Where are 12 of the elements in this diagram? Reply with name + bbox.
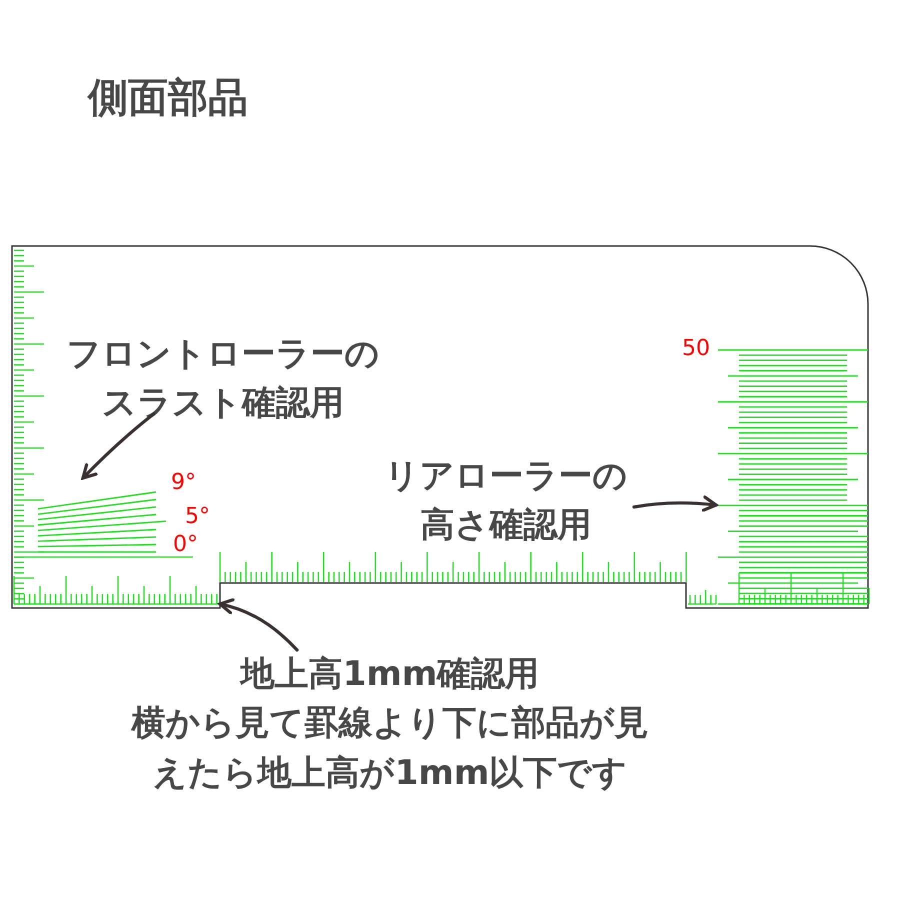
- arrow: [632, 496, 718, 512]
- title: 側面部品: [88, 74, 248, 123]
- note-text: リアローラーの高さ確認用: [384, 455, 628, 548]
- side-part-body: [12, 246, 868, 608]
- note-text: 横から見て罫線より下に部品が見えたら地上高が1mm以下です: [130, 702, 650, 795]
- note-heading: 地上高1mm確認用: [238, 653, 540, 696]
- angle-label: 5°: [185, 506, 210, 528]
- angle-label: 0°: [173, 534, 198, 556]
- arrow: [218, 598, 299, 652]
- angle-label: 9°: [171, 472, 196, 494]
- scale-number: 50: [682, 338, 710, 360]
- arrow: [81, 412, 156, 480]
